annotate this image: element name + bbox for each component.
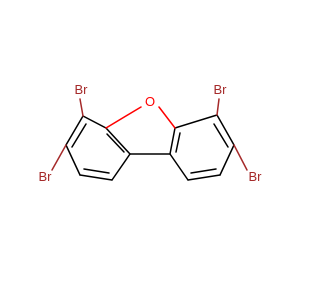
bromine-atom-label-top-right: Br <box>214 82 228 97</box>
right-benzene-ring <box>169 114 235 181</box>
bromine-bonds <box>51 98 248 171</box>
bromine-atom-label-bottom-left: Br <box>39 169 53 184</box>
bond-c2-c1 <box>79 174 113 181</box>
double-bond-c4-c3 <box>71 123 87 148</box>
bond-c4a-o <box>105 106 142 129</box>
bond-c4a-c4 <box>82 115 107 129</box>
bond-c7-br <box>233 144 248 171</box>
bond-c7-c8 <box>219 144 235 176</box>
furan-ring <box>105 106 176 155</box>
molecule-canvas: O Br Br Br Br <box>39 82 263 184</box>
bond-c1-c9a <box>111 153 131 181</box>
oxygen-atom-label: O <box>145 94 155 109</box>
bond-c4-br <box>79 98 84 117</box>
bond-c4-c3 <box>65 115 84 146</box>
bromine-atom-label-top-left: Br <box>75 82 89 97</box>
structure-diagram: O Br Br Br Br <box>39 82 263 184</box>
bond-c9a-c4a <box>105 127 131 155</box>
bond-c2-br <box>51 144 67 171</box>
bond-c3-c2 <box>65 144 81 176</box>
double-bond-c9a-c4a <box>106 133 125 153</box>
bond-c5a-c6 <box>174 114 218 129</box>
bond-c6-c7 <box>216 114 235 146</box>
bond-c9-c9b <box>169 153 189 181</box>
double-bond-c2-c1 <box>83 168 110 174</box>
bond-c5a-o <box>158 106 176 129</box>
bond-c8-c9 <box>187 174 221 181</box>
double-bond-c8-c9 <box>190 168 217 174</box>
left-benzene-ring <box>65 115 131 181</box>
bond-c9b-c5a <box>169 127 176 155</box>
bromine-atom-label-bottom-right: Br <box>249 169 263 184</box>
double-bond-c9b-c5a <box>175 132 181 153</box>
bond-c6-br <box>216 98 220 116</box>
double-bond-c6-c7 <box>213 123 229 148</box>
